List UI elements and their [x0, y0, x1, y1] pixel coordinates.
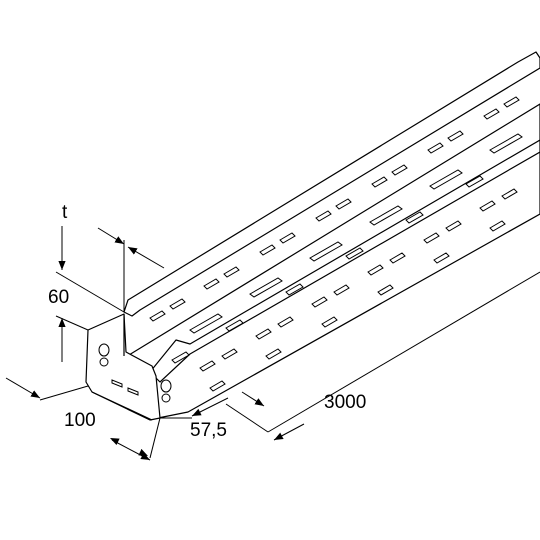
cable-tray: [85, 51, 540, 421]
back-wall: [123, 51, 540, 317]
dim-height-label: 60: [48, 287, 69, 308]
floor-slots: [171, 133, 523, 364]
back-wall-slots: [149, 96, 520, 322]
connector-holes: [98, 343, 172, 403]
dim-inner-width-label: 57,5: [190, 420, 227, 441]
dim-length-label: 3000: [324, 392, 366, 413]
dim-thickness-label: t: [62, 202, 68, 223]
tray-floor: [87, 103, 540, 407]
dimension-lines: [5, 226, 540, 461]
front-rim: [149, 139, 540, 383]
dim-width-label: 100: [64, 410, 96, 431]
front-wall-slots: [199, 188, 518, 392]
end-profile: [85, 313, 161, 421]
